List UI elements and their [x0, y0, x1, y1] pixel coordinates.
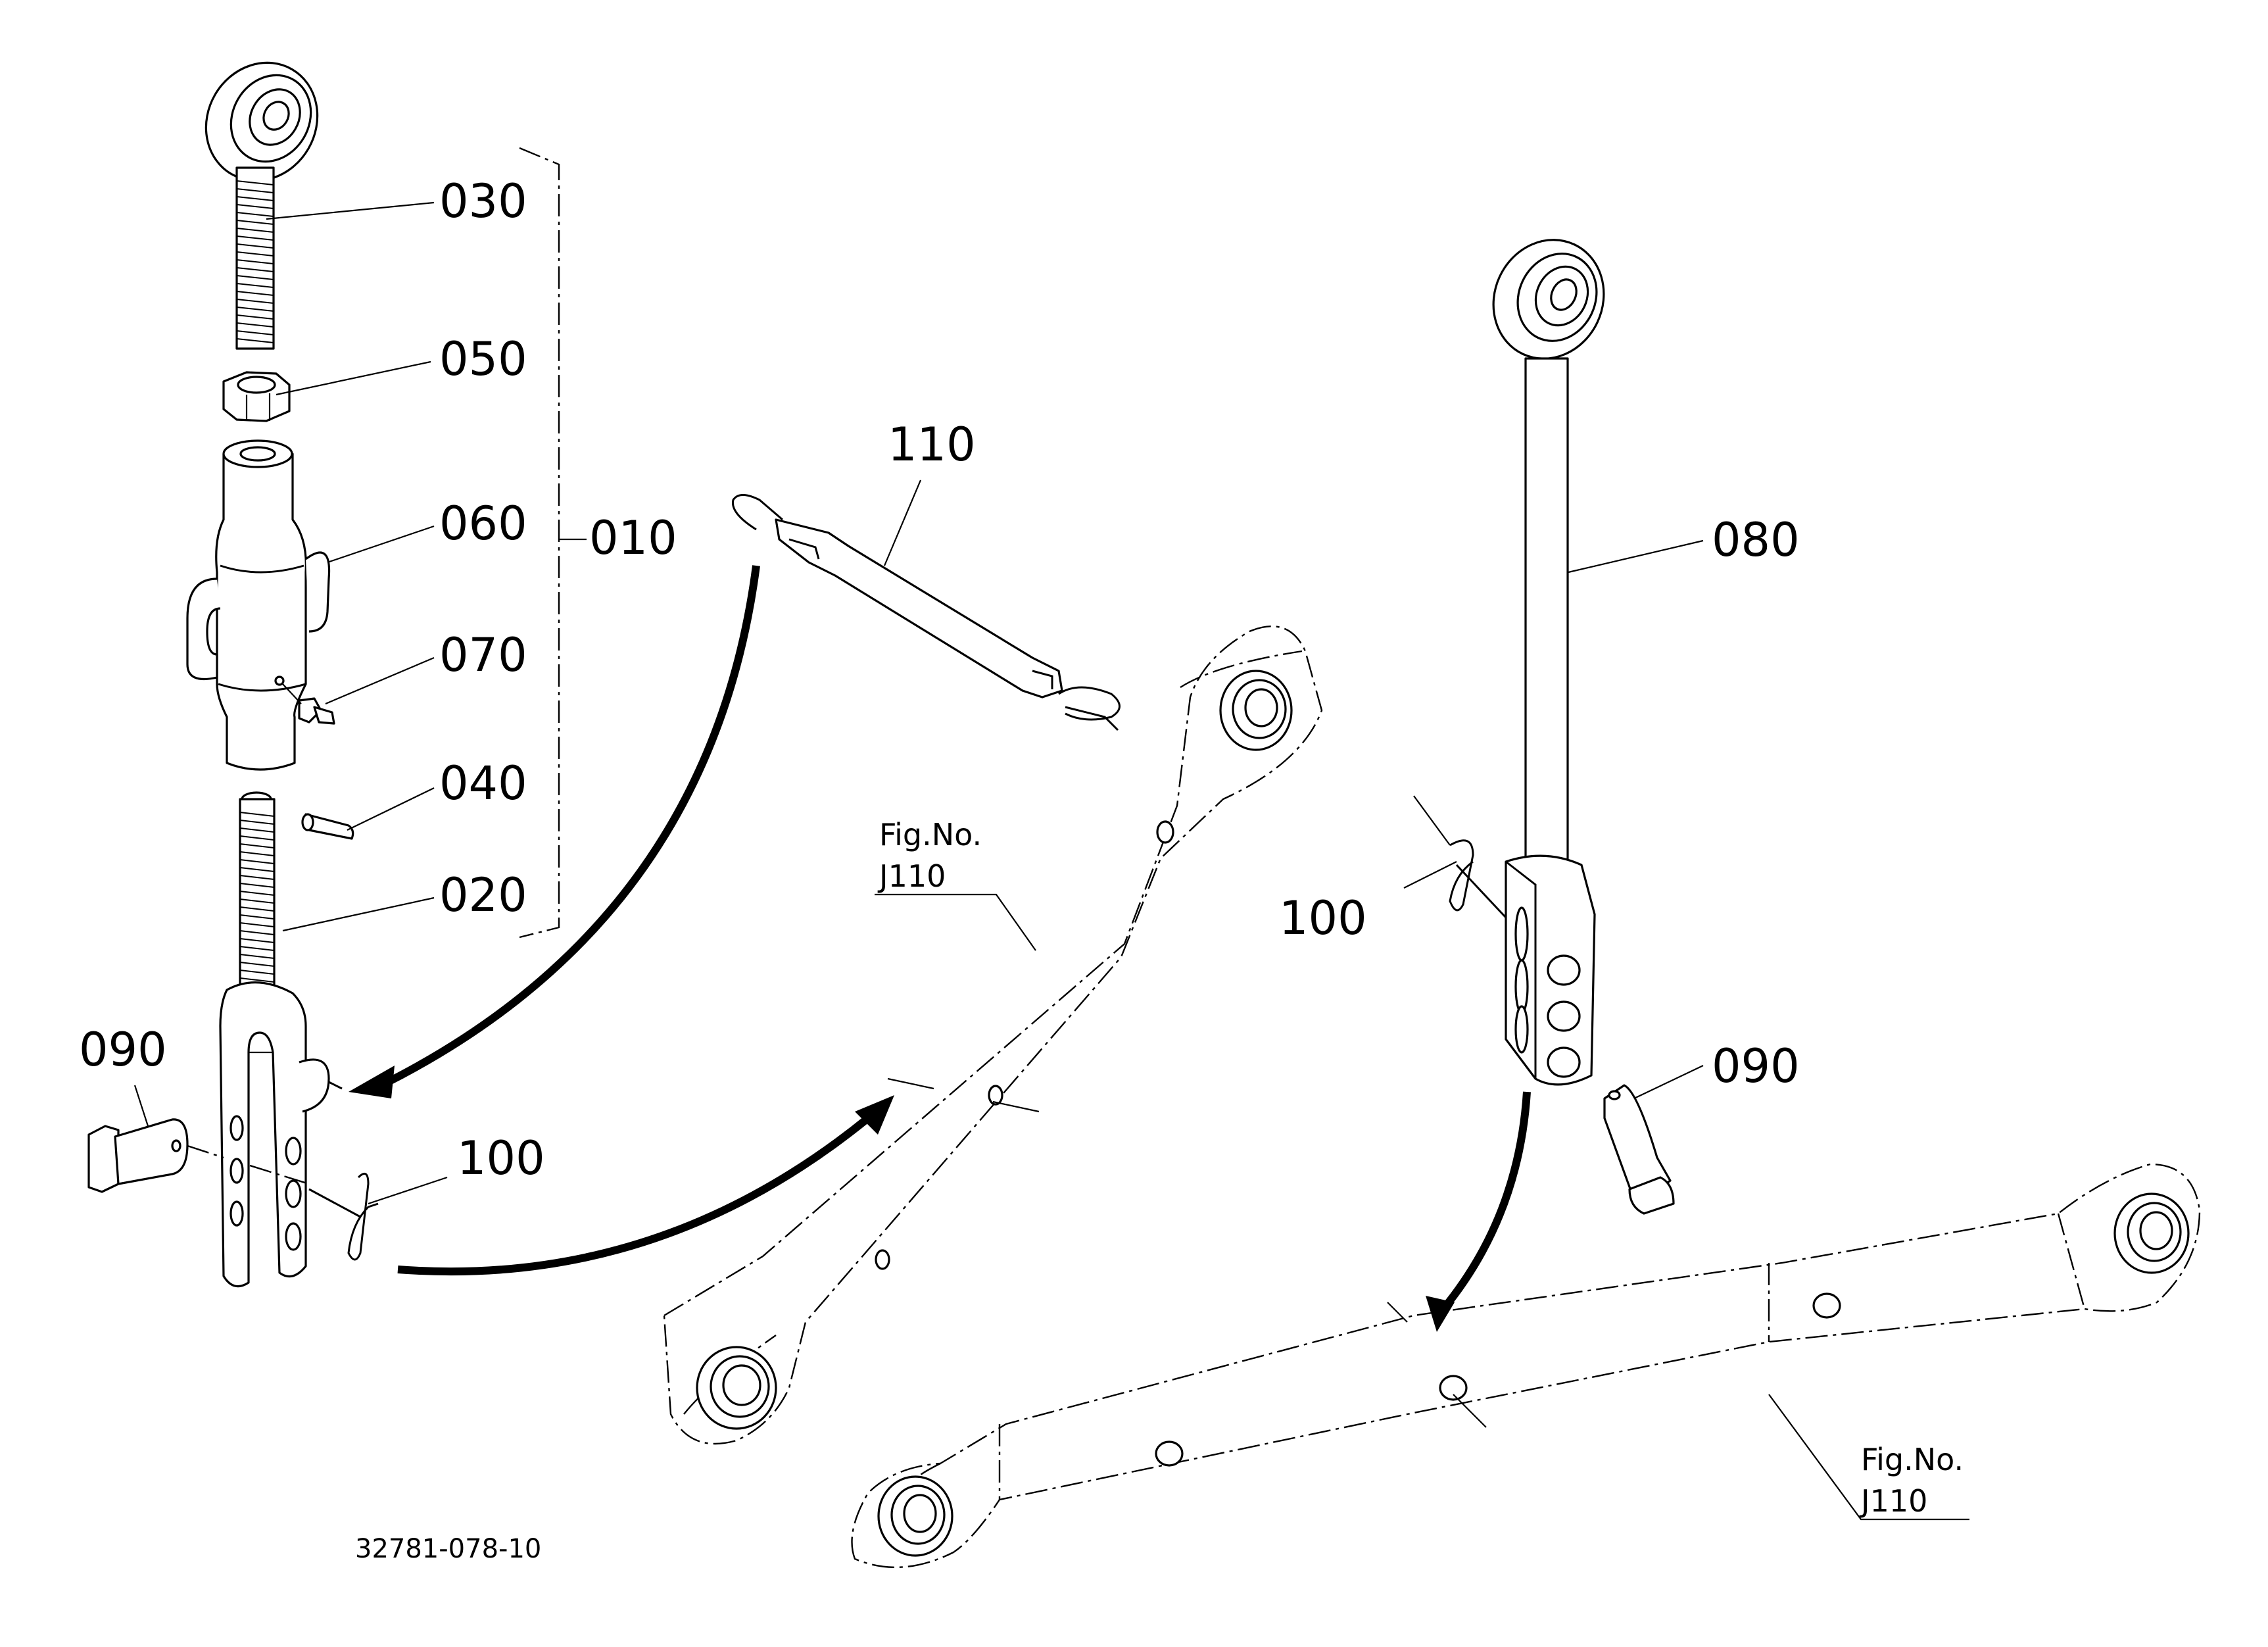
callout-040: 040 [439, 756, 527, 810]
grease-nipple-070 [274, 676, 335, 725]
stabiliser-110 [731, 494, 1121, 731]
fig-ref-left-line1: Fig.No. [879, 817, 982, 852]
leader-lines [133, 201, 1969, 1521]
callout-100-right: 100 [1279, 891, 1367, 945]
callout-110: 110 [888, 418, 976, 472]
callout-010: 010 [589, 511, 677, 565]
fork-020 [219, 791, 343, 1288]
lower-link-right [851, 1163, 2201, 1568]
callout-090-right: 090 [1712, 1039, 1800, 1093]
callout-070: 070 [439, 628, 527, 682]
callout-020: 020 [439, 868, 527, 922]
pin-040 [301, 813, 354, 840]
top-link-assembly [87, 61, 560, 1288]
fig-ref-right-line1: Fig.No. [1861, 1442, 1964, 1477]
fig-ref-left-line2: J110 [877, 858, 946, 894]
fig-ref-right-line2: J110 [1859, 1483, 1927, 1519]
callout-050: 050 [439, 332, 527, 386]
callout-090-left: 090 [79, 1023, 167, 1077]
rod-end-030 [205, 61, 319, 350]
lower-link-left [663, 626, 1323, 1445]
lift-rod-080 [1413, 239, 1675, 1215]
nut-050 [222, 371, 291, 422]
callout-080: 080 [1712, 513, 1800, 567]
callout-100-left: 100 [457, 1131, 545, 1185]
callout-labels: 030 050 060 010 070 040 020 090 100 110 … [79, 174, 1964, 1564]
clevis-pin-090-left [87, 1118, 310, 1193]
callout-030: 030 [439, 174, 527, 228]
assembly-arrows [349, 565, 1531, 1332]
linch-pin-100-left [308, 1172, 379, 1261]
turnbuckle-body-060 [186, 439, 331, 771]
callout-060: 060 [439, 497, 527, 551]
drawing-number: 32781-078-10 [355, 1534, 541, 1564]
